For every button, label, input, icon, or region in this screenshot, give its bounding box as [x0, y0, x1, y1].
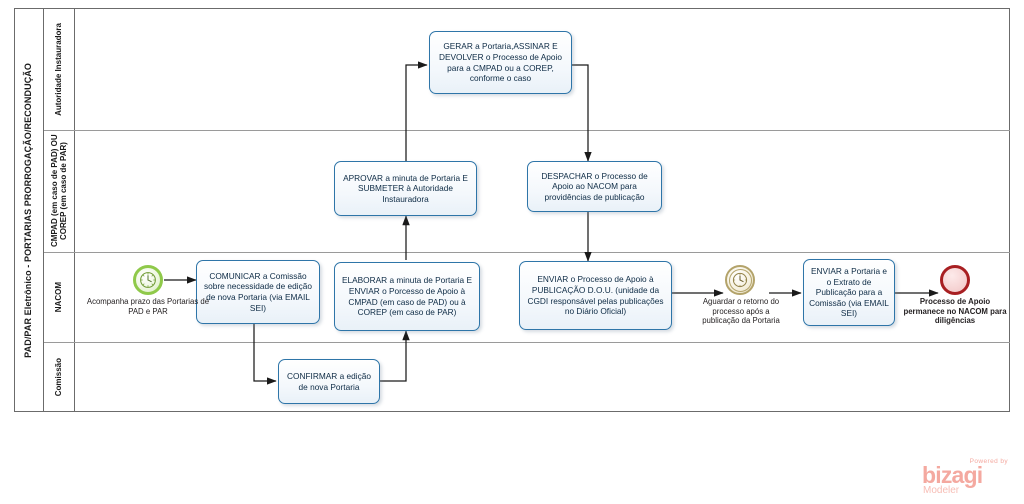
lane-divider-2: [44, 252, 1010, 253]
timer-intermediate-event-label: Aguardar o retorno do processo após a pu…: [702, 297, 780, 326]
intermediate-inner-ring: [729, 269, 753, 293]
lane-label-nacom: NACOM: [54, 281, 64, 313]
lane-label-comissao: Comissão: [54, 357, 64, 397]
task-gerar-portaria[interactable]: GERAR a Portaria,ASSINAR E DEVOLVER o Pr…: [429, 31, 572, 94]
clock-icon: [140, 272, 156, 288]
timer-intermediate-event[interactable]: [725, 265, 755, 295]
lane-label-autoridade: Autoridade Instauradora: [54, 22, 64, 116]
lane-header-cmpad-corep: CMPAD (em caso de PAD) OU COREP (em caso…: [44, 130, 75, 252]
watermark-powered-by: Powered by: [969, 458, 1008, 465]
task-enviar-publicacao-dou[interactable]: ENVIAR o Processo de Apoio à PUBLICAÇÃO …: [519, 261, 672, 330]
lane-header-comissao: Comissão: [44, 342, 75, 412]
lane-label-cmpad: CMPAD (em caso de PAD) OU COREP (em caso…: [49, 134, 68, 248]
task-confirmar-edicao[interactable]: CONFIRMAR a edição de nova Portaria: [278, 359, 380, 404]
task-enviar-portaria-comissao[interactable]: ENVIAR a Portaria e o Extrato de Publica…: [803, 259, 895, 326]
clock-icon: [732, 272, 748, 288]
task-aprovar-minuta[interactable]: APROVAR a minuta de Portaria E SUBMETER …: [334, 161, 477, 216]
bizagi-watermark: Powered by bizagi Modeler: [920, 456, 1016, 500]
watermark-product: Modeler: [923, 485, 960, 496]
lane-header-autoridade-instauradora: Autoridade Instauradora: [44, 8, 75, 130]
end-event[interactable]: [940, 265, 970, 295]
end-event-label: Processo de Apoio permanece no NACOM par…: [903, 297, 1007, 326]
lane-divider-3: [44, 342, 1010, 343]
timer-start-event-label: Acompanha prazo das Portarias de PAD e P…: [86, 297, 210, 316]
lane-header-nacom: NACOM: [44, 252, 75, 342]
task-elaborar-minuta[interactable]: ELABORAR a minuta de Portaria E ENVIAR o…: [334, 262, 480, 331]
pool-title-label: PAD/PAR Eletrônico - PORTARIAS PRORROGAÇ…: [22, 62, 33, 358]
task-comunicar-comissao[interactable]: COMUNICAR a Comissão sobre necessidade d…: [196, 260, 320, 324]
task-despachar-processo[interactable]: DESPACHAR o Processo de Apoio ao NACOM p…: [527, 161, 662, 212]
timer-start-event[interactable]: [133, 265, 163, 295]
pool-title: PAD/PAR Eletrônico - PORTARIAS PRORROGAÇ…: [14, 8, 44, 412]
lane-divider-1: [44, 130, 1010, 131]
watermark-brand: bizagi: [922, 462, 983, 488]
